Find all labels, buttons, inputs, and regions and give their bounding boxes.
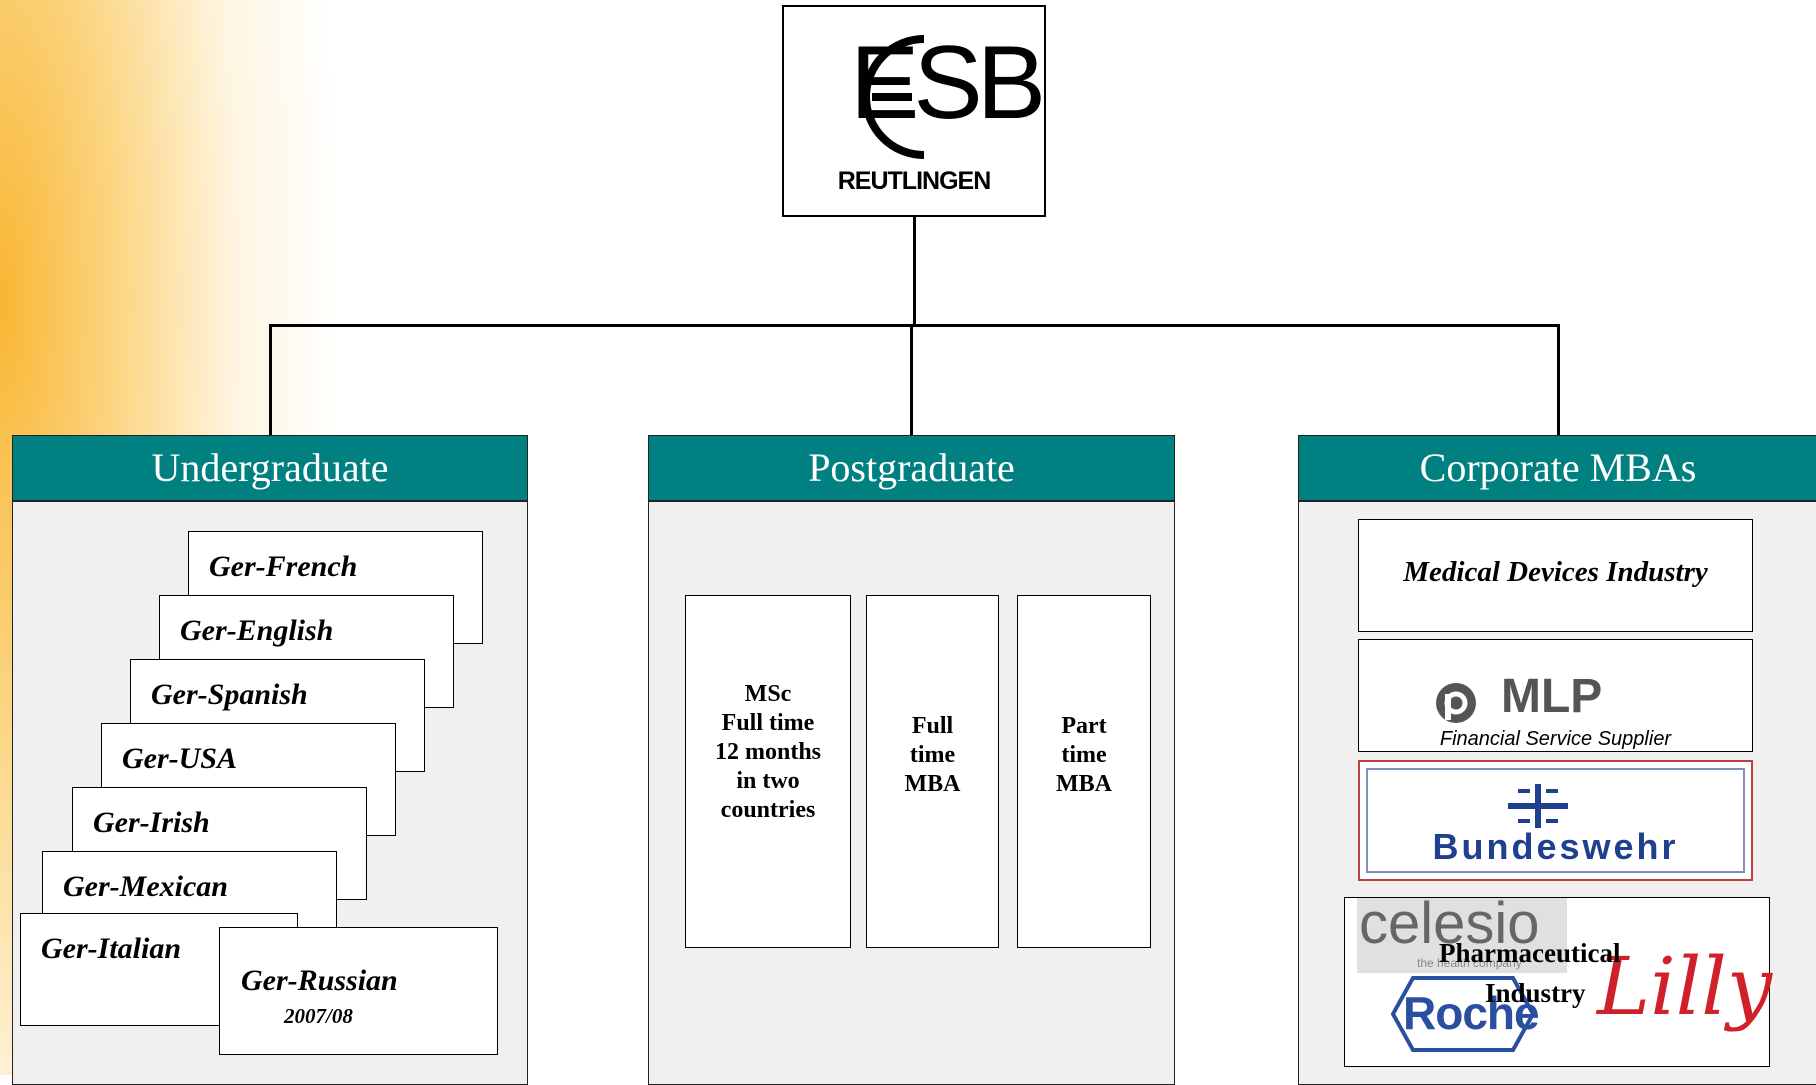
program-label: Ger-French [209, 550, 358, 583]
esb-logo-box: ESB REUTLINGEN [782, 5, 1046, 217]
program-text: Part time MBA [1056, 713, 1112, 797]
program-label: Ger-Italian [41, 932, 182, 965]
program-text: MSc Full time 12 months in two countries [714, 681, 822, 823]
postgraduate-header: Postgraduate [649, 436, 1174, 502]
bundeswehr-inner-frame [1366, 768, 1745, 873]
program-text: Full time MBA [904, 713, 961, 797]
corporate-header: Corporate MBAs [1299, 436, 1816, 502]
connector-right [1557, 324, 1560, 436]
iron-cross-icon [1508, 784, 1568, 828]
esb-logo-mark: ESB [850, 25, 1046, 141]
lilly-logo: Lilly [1597, 940, 1773, 1033]
program-card-full-time-mba: Full time MBA [866, 595, 999, 948]
bundeswehr-card: Bundeswehr [1358, 760, 1753, 881]
connector-vertical-main [913, 217, 916, 325]
medical-devices-card: Medical Devices Industry [1358, 519, 1753, 632]
program-label: Ger-Irish [93, 806, 210, 839]
celesio-tagline: the health company [1417, 956, 1522, 970]
medical-devices-label: Medical Devices Industry [1403, 556, 1708, 588]
pharma-card: celesio the health company Roche Lilly P… [1344, 892, 1773, 1067]
mlp-card: MLP Financial Service Supplier [1358, 639, 1753, 752]
program-card-msc: MSc Full time 12 months in two countries [685, 595, 851, 948]
esb-logo-icon [862, 35, 925, 159]
program-label: Ger-Russian [241, 964, 398, 997]
roche-logo: Roche [1403, 987, 1540, 1039]
pharma-label-line1: Pharmaceutical [1439, 938, 1621, 968]
program-label: Ger-English [180, 614, 334, 647]
connector-left [269, 324, 272, 436]
pharma-label-line2: Industry [1485, 978, 1586, 1008]
mlp-logo-icon [1436, 683, 1476, 723]
connector-horizontal [269, 324, 1560, 327]
connector-middle [910, 324, 913, 436]
program-label: Ger-Mexican [63, 870, 228, 903]
bundeswehr-label: Bundeswehr [1432, 826, 1679, 867]
program-card-part-time-mba: Part time MBA [1017, 595, 1151, 948]
program-label: Ger-USA [122, 742, 238, 775]
celesio-logo-bg [1357, 898, 1567, 973]
esb-logo-city: REUTLINGEN [837, 167, 992, 195]
program-year: 2007/08 [284, 1004, 353, 1028]
celesio-logo: celesio [1359, 891, 1540, 956]
roche-logo-icon [1390, 976, 1536, 1052]
mlp-subtitle: Financial Service Supplier [1439, 728, 1672, 750]
program-label: Ger-Spanish [151, 678, 308, 711]
mlp-brand: MLP [1501, 670, 1603, 723]
undergraduate-header: Undergraduate [13, 436, 527, 502]
program-card-ger-russian: Ger-Russian 2007/08 [219, 927, 498, 1055]
